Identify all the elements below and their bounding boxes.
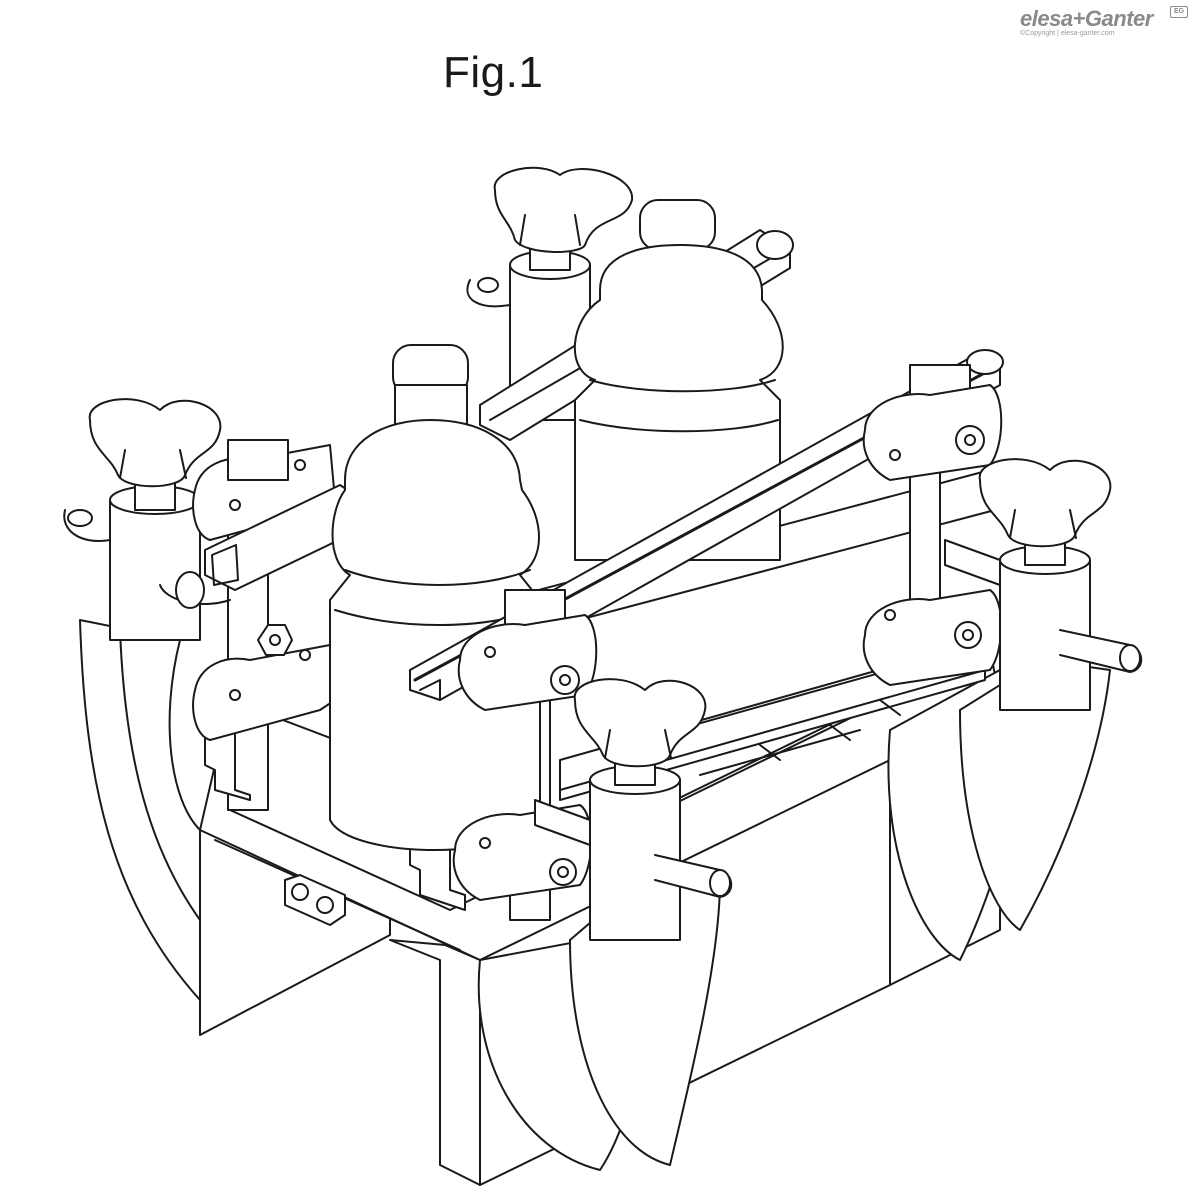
brand-copyright: ©Copyright | elesa-ganter.com: [1020, 30, 1115, 37]
clamp-left: [193, 440, 335, 740]
leg-right-b: [960, 660, 1110, 930]
figure-title: Fig.1: [443, 48, 544, 97]
brand-logo: elesa+Ganter ©Copyright | elesa-ganter.c…: [1020, 6, 1188, 37]
star-knob-right: [980, 459, 1111, 546]
center-plate: [390, 940, 480, 1185]
leg-front-b: [570, 880, 720, 1165]
leg-left-inner: [120, 630, 200, 920]
clamp-right-back: [864, 365, 1002, 685]
star-knob-back: [495, 168, 632, 252]
leg-left: [80, 620, 200, 1000]
knob-left-assembly: [64, 399, 230, 640]
knob-front-assembly: [535, 679, 731, 940]
star-knob-left: [90, 399, 221, 486]
brand-badge: EG: [1170, 6, 1188, 18]
bottle-back-right: [575, 200, 783, 560]
support-legs: [80, 620, 1110, 1170]
bottle-front-left: [330, 345, 540, 850]
brand-name: elesa+Ganter: [1020, 6, 1153, 31]
knob-right-assembly: [945, 459, 1141, 710]
